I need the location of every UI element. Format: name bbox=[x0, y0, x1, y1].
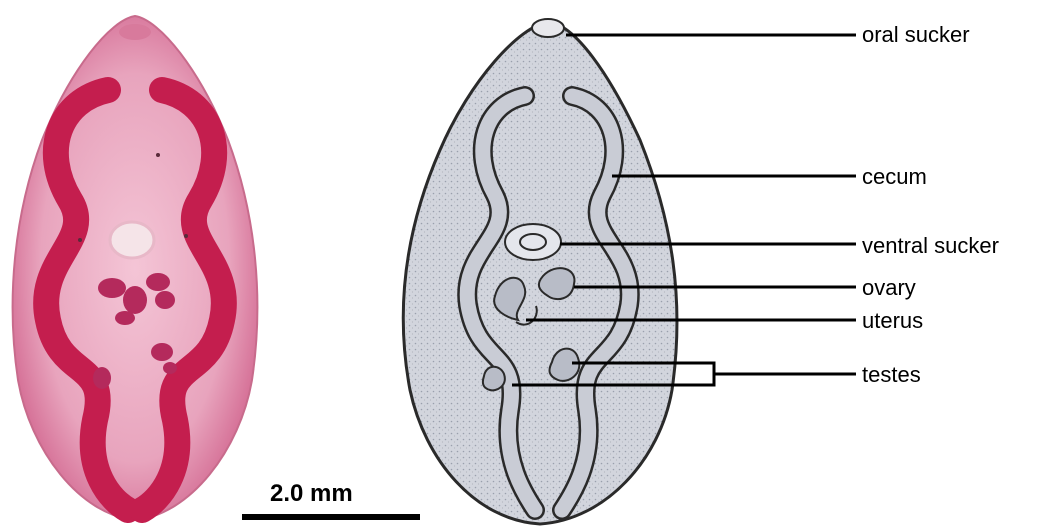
label-uterus: uterus bbox=[862, 310, 923, 332]
drawing-oral-sucker bbox=[532, 19, 564, 37]
line-drawing bbox=[403, 19, 677, 524]
label-cecum: cecum bbox=[862, 166, 927, 188]
label-testes: testes bbox=[862, 364, 921, 386]
specimen-ventral-sucker bbox=[110, 222, 154, 258]
stained-specimen bbox=[13, 16, 258, 520]
scale-bar-label: 2.0 mm bbox=[270, 480, 353, 508]
label-ventral-sucker: ventral sucker bbox=[862, 235, 999, 257]
specimen-oral-sucker bbox=[119, 24, 151, 40]
drawing-ventral-sucker bbox=[505, 224, 561, 260]
label-ovary: ovary bbox=[862, 277, 916, 299]
label-oral-sucker: oral sucker bbox=[862, 24, 970, 46]
